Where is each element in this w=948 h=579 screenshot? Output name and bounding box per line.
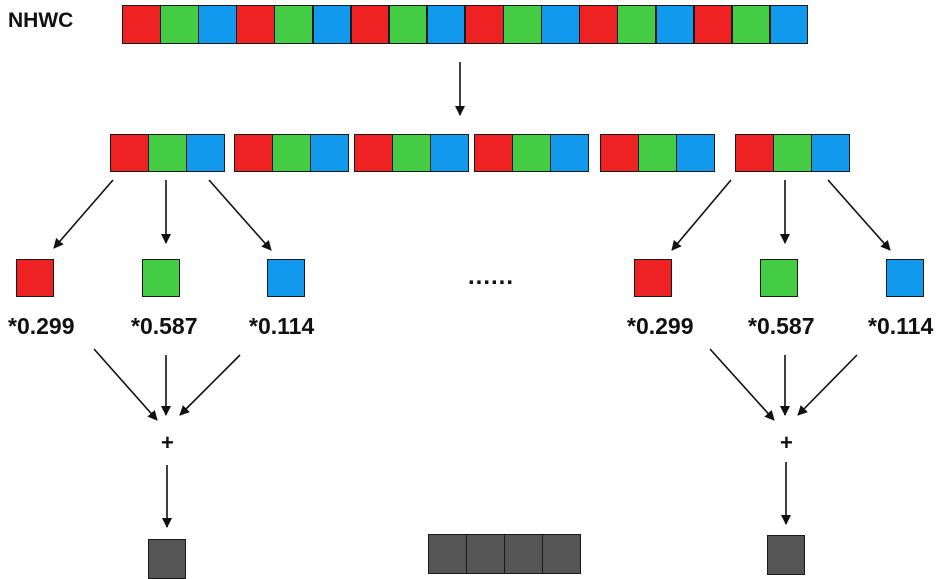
- nhwc-channel-cell: [274, 5, 314, 44]
- single-channel-blue: [267, 259, 305, 297]
- pixel-group-cell: [474, 134, 513, 172]
- single-channel-green: [142, 259, 180, 297]
- pixel-group-cell: [310, 134, 349, 172]
- weight-label-red: *0.299: [627, 313, 694, 339]
- nhwc-channel-cell: [579, 5, 618, 44]
- nhwc-channel-cell: [693, 5, 733, 44]
- gray-row-cell: [542, 534, 581, 574]
- nhwc-channel-cell: [426, 5, 466, 44]
- sum-operator: +: [161, 430, 174, 455]
- pixel-group-cell: [512, 134, 551, 172]
- nhwc-channel-cell: [617, 5, 657, 44]
- flow-arrow: [797, 354, 858, 416]
- nhwc-channel-cell: [541, 5, 580, 44]
- pixel-group-cell: [600, 134, 639, 172]
- flow-arrow: [179, 354, 241, 416]
- flow-arrow: [827, 179, 891, 251]
- gray-row-cell: [466, 534, 505, 574]
- pixel-group-cell: [735, 134, 774, 172]
- single-channel-red: [16, 259, 54, 297]
- gray-output-cell: [767, 535, 805, 575]
- nhwc-channel-cell: [122, 5, 161, 44]
- weight-label-blue: *0.114: [249, 313, 315, 339]
- weight-label-green: *0.587: [748, 313, 815, 339]
- single-channel-red: [634, 259, 672, 297]
- nhwc-channel-cell: [731, 5, 771, 44]
- nhwc-channel-cell: [769, 5, 809, 44]
- pixel-group-cell: [148, 134, 187, 172]
- layout-label: NHWC: [8, 9, 74, 32]
- nhwc-channel-cell: [388, 5, 428, 44]
- pixel-group-cell: [550, 134, 589, 172]
- nhwc-channel-cell: [160, 5, 199, 44]
- pixel-group-cell: [430, 134, 469, 172]
- ellipsis-label: ......: [468, 263, 515, 290]
- pixel-group-cell: [110, 134, 149, 172]
- single-channel-blue: [886, 259, 924, 297]
- nhwc-channel-cell: [236, 5, 275, 44]
- flow-arrow: [208, 179, 272, 251]
- nhwc-channel-cell: [503, 5, 542, 44]
- pixel-group-cell: [272, 134, 311, 172]
- gray-row-cell: [428, 534, 467, 574]
- nhwc-channel-cell: [198, 5, 237, 44]
- nhwc-channel-cell: [312, 5, 352, 44]
- flow-arrow: [93, 348, 158, 421]
- pixel-group-cell: [234, 134, 273, 172]
- pixel-group-cell: [811, 134, 850, 172]
- gray-output-cell: [148, 539, 186, 579]
- pixel-group-cell: [676, 134, 715, 172]
- single-channel-green: [760, 259, 798, 297]
- flow-arrow: [671, 179, 732, 251]
- pixel-group-cell: [773, 134, 812, 172]
- sum-operator: +: [780, 430, 793, 455]
- weight-label-blue: *0.114: [868, 313, 934, 339]
- pixel-group-cell: [186, 134, 225, 172]
- pixel-group-cell: [354, 134, 393, 172]
- weight-label-red: *0.299: [8, 313, 75, 339]
- nhwc-channel-cell: [655, 5, 695, 44]
- gray-row-cell: [504, 534, 543, 574]
- weight-label-green: *0.587: [131, 313, 198, 339]
- flow-arrow: [709, 348, 775, 421]
- nhwc-channel-cell: [465, 5, 504, 44]
- nhwc-channel-cell: [350, 5, 390, 44]
- flow-arrow: [53, 179, 114, 249]
- pixel-group-cell: [392, 134, 431, 172]
- pixel-group-cell: [638, 134, 677, 172]
